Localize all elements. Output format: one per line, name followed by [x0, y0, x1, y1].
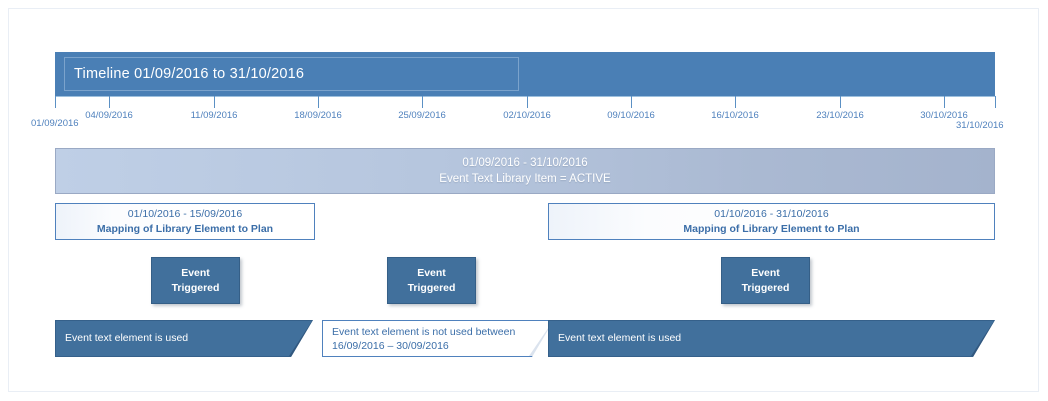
timeline-title: Timeline 01/09/2016 to 31/10/2016: [74, 66, 305, 82]
active-period-status: Event Text Library Item = ACTIVE: [439, 173, 611, 185]
axis-tick-6: [631, 96, 632, 108]
axis-start-label: 01/09/2016: [31, 118, 79, 129]
axis-tick-8: [840, 96, 841, 108]
axis-tick-label-8: 23/10/2016: [816, 110, 864, 121]
event-triggered-box-3-line2: Triggered: [741, 281, 790, 294]
event-triggered-box-1[interactable]: Event Triggered: [151, 257, 240, 304]
event-triggered-box-2-line1: Event: [417, 266, 446, 279]
usage-banner-3[interactable]: Event text element is used: [548, 320, 995, 357]
axis-end-label: 31/10/2016: [956, 120, 1004, 131]
axis-tick-label-7: 16/10/2016: [711, 110, 759, 121]
usage-banner-1[interactable]: Event text element is used: [55, 320, 313, 357]
axis-tick-4: [422, 96, 423, 108]
timeline-bar: [55, 52, 995, 96]
mapping-box-left-range: 01/10/2016 - 15/09/2016: [127, 207, 243, 220]
axis-tick-label-4: 25/09/2016: [398, 110, 446, 121]
axis-tick-label-6: 09/10/2016: [607, 110, 655, 121]
event-triggered-box-1-line2: Triggered: [171, 281, 220, 294]
mapping-box-right-range: 01/10/2016 - 31/10/2016: [714, 207, 829, 220]
axis-tick-3: [318, 96, 319, 108]
active-period-range: 01/09/2016 - 31/10/2016: [462, 157, 588, 169]
axis-tick-label-3: 18/09/2016: [294, 110, 342, 121]
usage-banner-2-text: Event text element is not used between 1…: [332, 325, 516, 352]
event-triggered-box-1-line1: Event: [181, 266, 210, 279]
axis-tick-9: [944, 96, 945, 108]
axis-tick-5: [527, 96, 528, 108]
axis-tick-label-5: 02/10/2016: [503, 110, 551, 121]
mapping-box-right[interactable]: 01/10/2016 - 31/10/2016 Mapping of Libra…: [548, 203, 995, 240]
axis-tick-label-9: 30/10/2016: [920, 110, 968, 121]
event-triggered-box-2-line2: Triggered: [407, 281, 456, 294]
axis-tick-start: [55, 96, 56, 108]
event-triggered-box-3-line1: Event: [751, 266, 780, 279]
mapping-box-left[interactable]: 01/10/2016 - 15/09/2016 Mapping of Libra…: [55, 203, 315, 240]
axis-tick-7: [735, 96, 736, 108]
event-triggered-box-2[interactable]: Event Triggered: [387, 257, 476, 304]
mapping-box-right-label: Mapping of Library Element to Plan: [683, 222, 860, 235]
axis-tick-end: [995, 96, 996, 108]
usage-banner-2[interactable]: Event text element is not used between 1…: [322, 320, 554, 357]
axis-tick-label-1: 04/09/2016: [85, 110, 133, 121]
axis-tick-2: [214, 96, 215, 108]
diagram-frame: [8, 8, 1039, 392]
usage-banner-3-text: Event text element is used: [558, 332, 682, 344]
axis-tick-1: [109, 96, 110, 108]
event-triggered-box-3[interactable]: Event Triggered: [721, 257, 810, 304]
timeline-axis-line: [55, 96, 995, 97]
timeline-inner-outline: [64, 57, 519, 91]
mapping-box-left-label: Mapping of Library Element to Plan: [96, 222, 274, 235]
axis-tick-label-2: 11/09/2016: [190, 110, 238, 121]
active-period-bar: 01/09/2016 - 31/10/2016 Event Text Libra…: [55, 148, 995, 194]
usage-banner-1-text: Event text element is used: [65, 332, 189, 344]
